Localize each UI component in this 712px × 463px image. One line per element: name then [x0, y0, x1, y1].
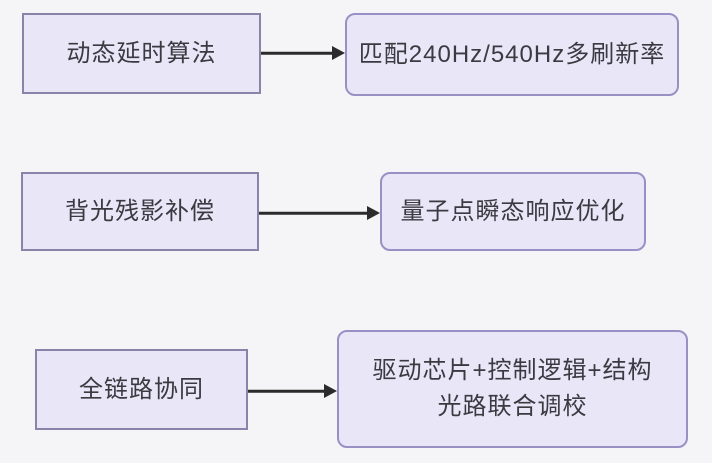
arrow-shaft — [248, 389, 327, 393]
flow-node-target-3: 驱动芯片+控制逻辑+结构光路联合调校 — [337, 330, 688, 448]
flow-node-target-1: 匹配240Hz/540Hz多刷新率 — [345, 13, 679, 96]
flow-node-label: 动态延时算法 — [66, 39, 217, 67]
arrow-head-icon — [332, 46, 345, 60]
flow-node-source-3: 全链路协同 — [35, 349, 248, 430]
flow-node-source-1: 动态延时算法 — [22, 13, 261, 94]
arrow-shaft — [259, 211, 370, 215]
arrow-connector-1 — [261, 46, 345, 60]
flow-node-label: 全链路协同 — [79, 375, 204, 403]
flow-node-target-2: 量子点瞬态响应优化 — [380, 172, 646, 251]
arrow-head-icon — [324, 384, 337, 398]
flow-node-label: 背光残影补偿 — [65, 197, 215, 225]
flow-node-label: 量子点瞬态响应优化 — [400, 197, 626, 225]
flow-node-source-2: 背光残影补偿 — [21, 172, 259, 251]
arrow-head-icon — [367, 206, 380, 220]
flow-node-label: 驱动芯片+控制逻辑+结构光路联合调校 — [372, 357, 653, 420]
arrow-connector-2 — [259, 206, 380, 220]
arrow-shaft — [261, 51, 335, 55]
flow-node-label: 匹配240Hz/540Hz多刷新率 — [358, 40, 666, 68]
arrow-connector-3 — [248, 384, 337, 398]
